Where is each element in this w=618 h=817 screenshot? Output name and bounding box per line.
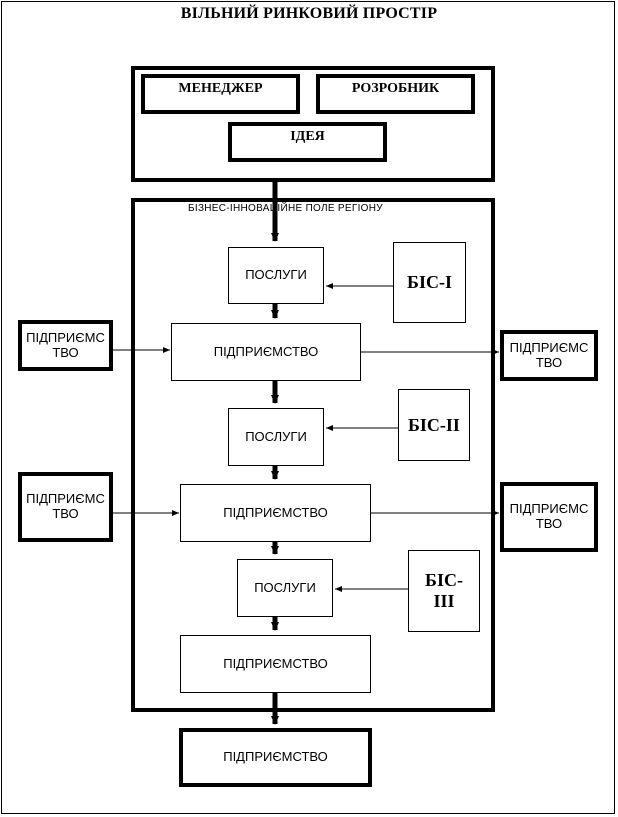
external-enterprise-left-2: ПІДПРИЄМСТВО [18, 472, 113, 542]
external-enterprise-left-1: ПІДПРИЄМСТВО [18, 320, 113, 371]
services-box-1: ПОСЛУГИ [228, 247, 324, 304]
external-enterprise-right-1: ПІДПРИЄМСТВО [500, 330, 598, 381]
services-box-2: ПОСЛУГИ [228, 408, 324, 466]
external-enterprise-right-2: ПІДПРИЄМСТВО [500, 482, 598, 552]
manager-box: МЕНЕДЖЕР [141, 74, 300, 114]
external-enterprise-bottom: ПІДПРИЄМСТВО [179, 728, 372, 787]
innovation-field [131, 198, 495, 712]
services-box-3: ПОСЛУГИ [237, 559, 333, 617]
enterprise-box-2: ПІДПРИЄМСТВО [180, 484, 371, 542]
diagram-title: ВІЛЬНИЙ РИНКОВИЙ ПРОСТІР [180, 5, 438, 22]
bis-1-box: БІС-І [393, 242, 466, 323]
enterprise-box-1: ПІДПРИЄМСТВО [171, 323, 361, 381]
developer-box: РОЗРОБНИК [316, 74, 475, 114]
enterprise-box-3: ПІДПРИЄМСТВО [180, 635, 371, 693]
idea-box: ІДЕЯ [228, 122, 387, 162]
bis-2-box: БІС-ІІ [398, 389, 470, 461]
bis-3-box: БІС-ІІІ [408, 550, 480, 632]
field-label: БІЗНЕС-ІННОВАЦІЙНЕ ПОЛЕ РЕГІОНУ [188, 203, 383, 214]
